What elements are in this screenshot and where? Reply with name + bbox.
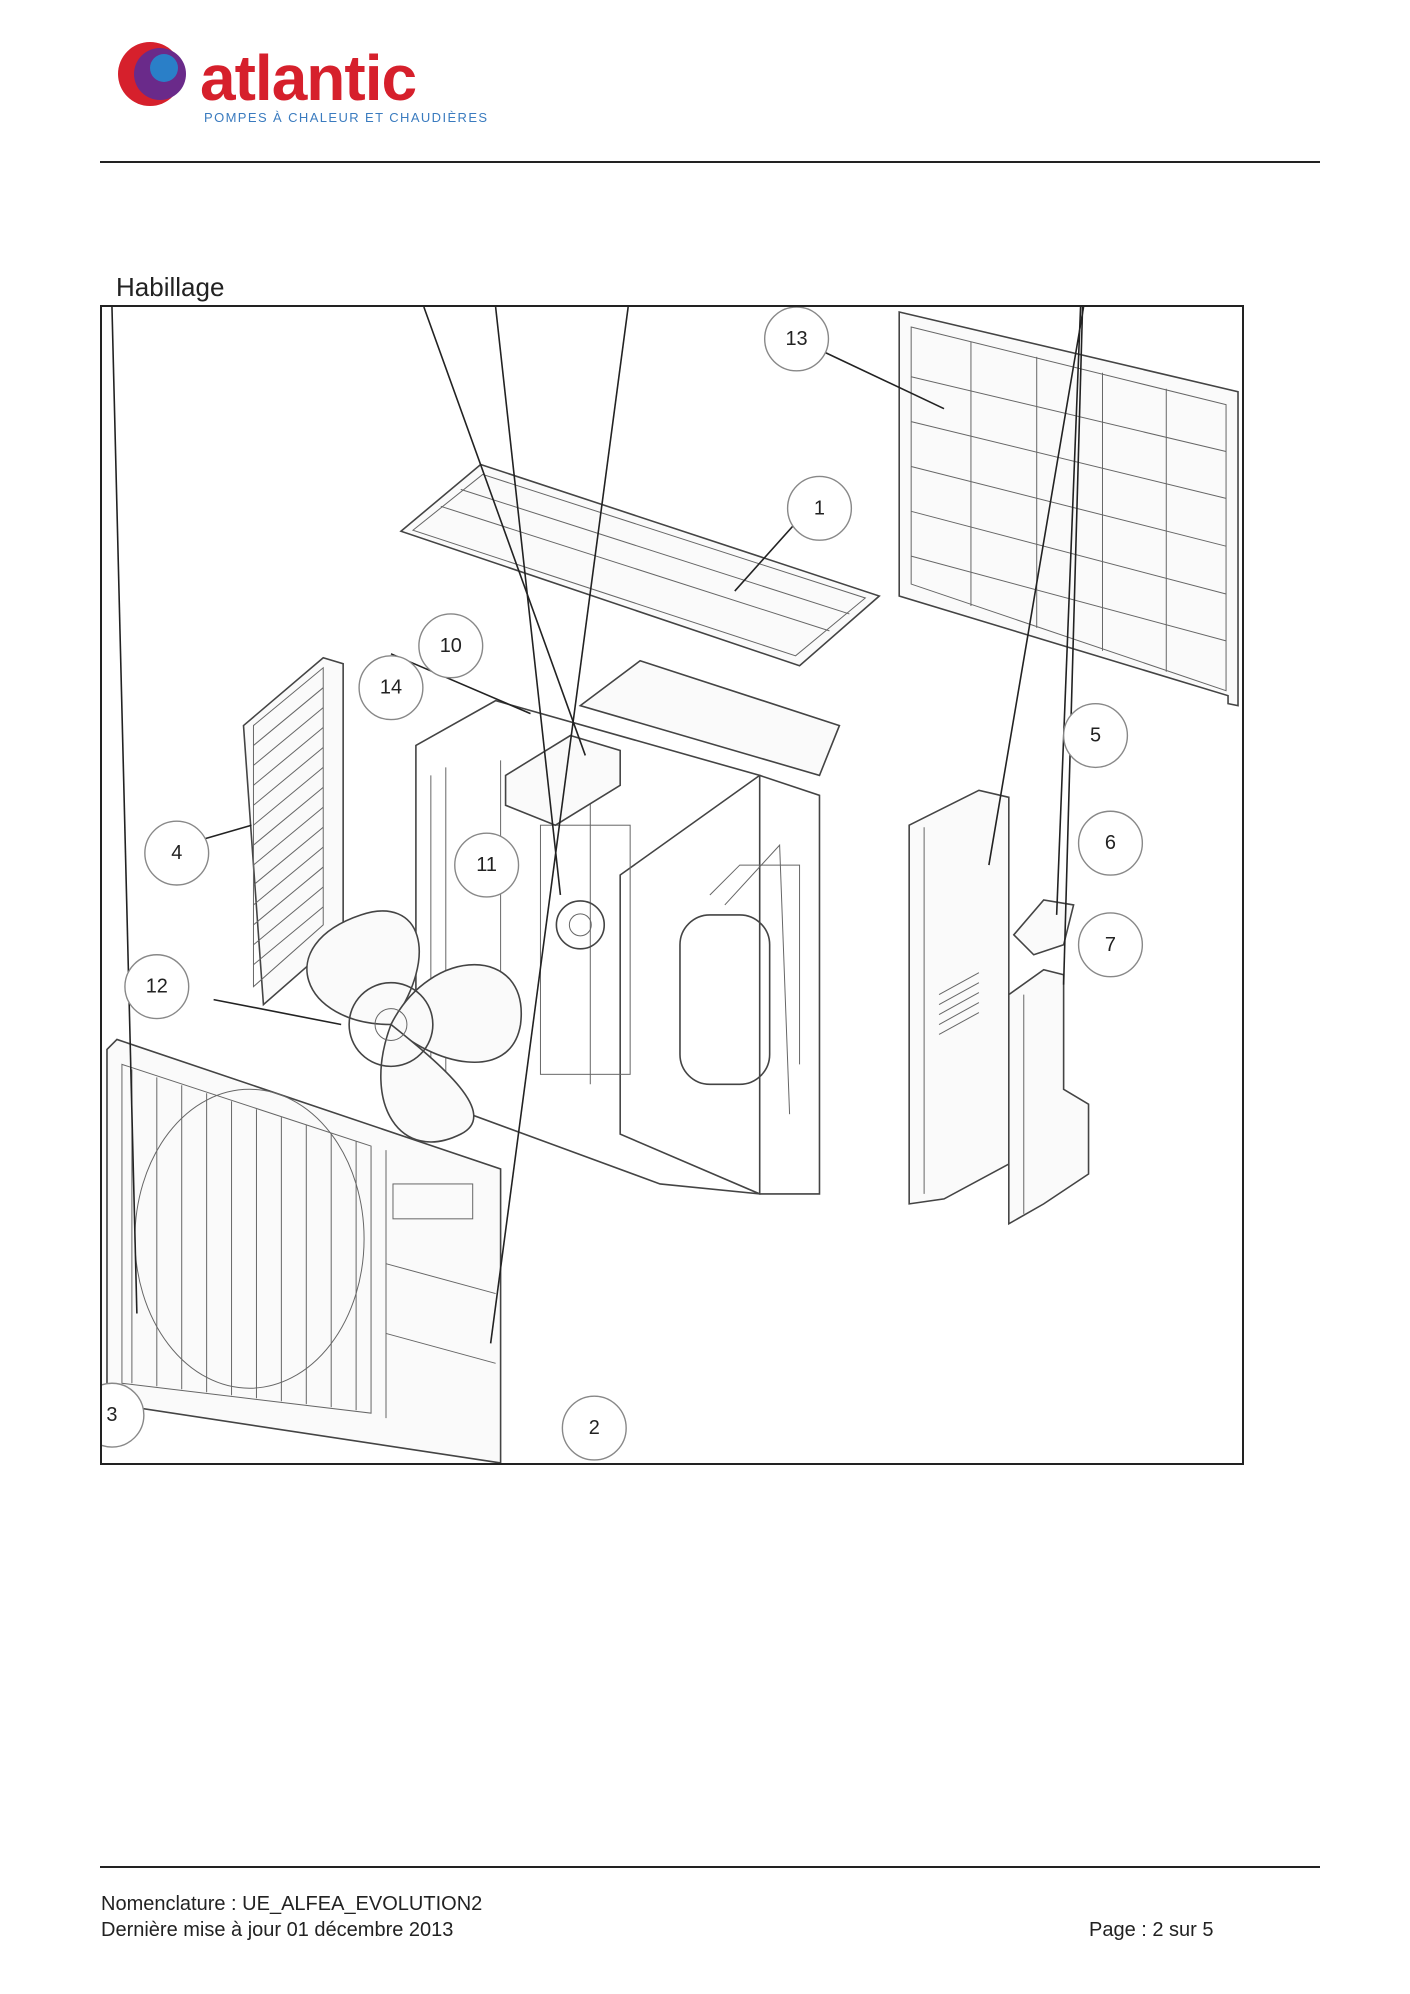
brand-logo: atlantic POMPES À CHALEUR ET CHAUDIÈRES <box>112 38 492 128</box>
logo-wordmark: atlantic <box>200 42 416 114</box>
callout-4: 4 <box>144 820 210 886</box>
callout-12: 12 <box>124 954 190 1020</box>
exploded-view-svg: 13 1 10 14 4 11 12 5 <box>102 307 1239 1463</box>
part-fan <box>306 910 522 1143</box>
part-front-panel <box>106 1038 502 1463</box>
callout-5: 5 <box>1062 702 1129 769</box>
atlantic-logo-graphic: atlantic POMPES À CHALEUR ET CHAUDIÈRES <box>118 42 488 125</box>
part-rear-grille <box>898 311 1239 707</box>
callout-11: 11 <box>454 832 520 898</box>
callout-5-label: 5 <box>1090 725 1101 747</box>
callout-3-label: 3 <box>106 1404 117 1426</box>
callout-14-label: 14 <box>380 677 402 699</box>
callout-13: 13 <box>763 307 830 372</box>
header-rule <box>100 161 1320 163</box>
part-valve-cover <box>1008 968 1090 1226</box>
leader-lines <box>111 307 1085 1344</box>
callout-7: 7 <box>1077 912 1144 978</box>
callout-14: 14 <box>358 655 424 721</box>
callout-4-label: 4 <box>171 842 182 864</box>
callout-6: 6 <box>1077 810 1144 876</box>
callout-11-label: 11 <box>476 854 497 876</box>
callout-3: 3 <box>102 1382 145 1448</box>
callout-6-label: 6 <box>1105 832 1116 854</box>
callout-7-label: 7 <box>1105 934 1116 956</box>
callout-2: 2 <box>561 1395 627 1461</box>
logo-tagline: POMPES À CHALEUR ET CHAUDIÈRES <box>204 110 488 125</box>
callout-13-label: 13 <box>785 328 807 350</box>
section-title: Habillage <box>116 272 225 302</box>
callout-1-label: 1 <box>814 497 825 519</box>
callout-2-label: 2 <box>589 1417 600 1439</box>
footer-page-number: Page : 2 sur 5 <box>1089 1919 1214 1941</box>
footer-last-updated: Dernière mise à jour 01 décembre 2013 <box>101 1919 454 1941</box>
footer-rule <box>100 1866 1320 1868</box>
logo-blue-circle <box>150 54 178 82</box>
callout-10: 10 <box>418 613 484 679</box>
exploded-view-diagram: 13 1 10 14 4 11 12 5 <box>100 305 1244 1465</box>
callout-1: 1 <box>786 475 853 541</box>
footer-nomenclature: Nomenclature : UE_ALFEA_EVOLUTION2 <box>101 1893 483 1915</box>
callout-10-label: 10 <box>440 635 462 657</box>
part-top-cover <box>399 463 881 667</box>
part-small-cover <box>1012 899 1075 956</box>
part-side-panel <box>908 789 1010 1205</box>
part-side-grille <box>242 656 344 1007</box>
callout-12-label: 12 <box>146 976 168 998</box>
part-chassis <box>415 659 841 1195</box>
part-fan-guard <box>131 1069 365 1411</box>
